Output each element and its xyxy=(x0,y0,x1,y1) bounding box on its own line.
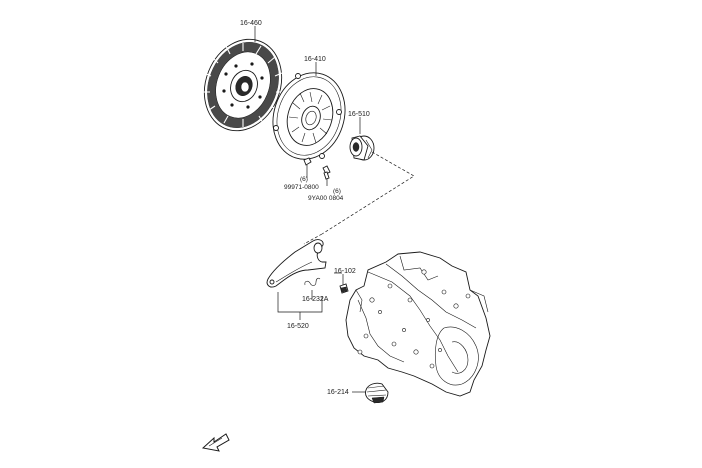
boot[interactable] xyxy=(365,382,389,404)
label-dowel-part: 9YA00 0804 xyxy=(308,195,344,202)
leader-lines xyxy=(254,26,366,393)
label-dowel-qty: (6) xyxy=(333,188,341,195)
callout-labels: 16-460 16-410 16-510 (6) 99971-0800 (6) … xyxy=(240,20,370,396)
label-bolt-qty: (6) xyxy=(300,176,308,183)
label-clutch-disc: 16-460 xyxy=(240,20,262,27)
pivot-ball-stud[interactable] xyxy=(339,283,349,294)
release-fork[interactable] xyxy=(266,239,327,288)
clutch-cover[interactable] xyxy=(262,63,356,168)
front-arrow-icon xyxy=(201,433,230,452)
label-clutch-cover: 16-410 xyxy=(304,56,326,63)
label-boot: 16-214 xyxy=(327,389,349,396)
label-pivot: 16-102 xyxy=(334,268,356,275)
clutch-cover-bolt[interactable] xyxy=(303,157,312,172)
label-release-fork: 16-520 xyxy=(287,323,309,330)
label-spring-clip: 16-232A xyxy=(302,296,329,303)
label-release-bearing: 16-510 xyxy=(348,111,370,118)
clutch-disc[interactable] xyxy=(191,28,295,143)
transaxle-housing xyxy=(345,251,491,397)
dowel-pin[interactable] xyxy=(322,165,331,180)
release-bearing[interactable] xyxy=(349,135,375,161)
assembly-guide-lines xyxy=(303,151,415,245)
label-bolt-part: 99971-0800 xyxy=(284,184,319,191)
spring-clip[interactable] xyxy=(304,277,321,286)
